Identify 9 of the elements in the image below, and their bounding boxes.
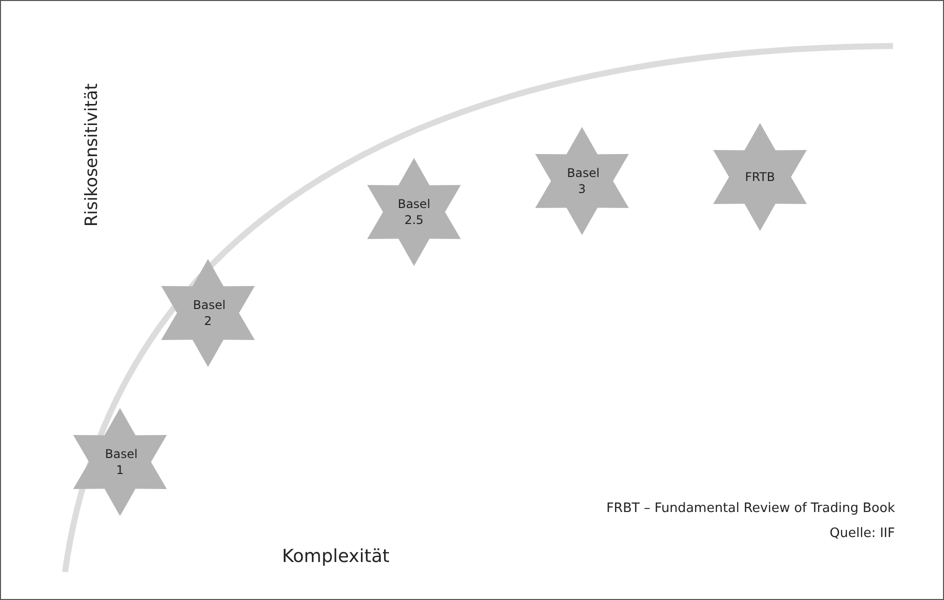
star-label: Basel 2	[193, 296, 223, 330]
axis-label: Komplexität	[282, 546, 390, 567]
source-note: Quelle: IIF	[830, 526, 895, 541]
footnote: FRBT – Fundamental Review of Trading Book	[606, 501, 895, 516]
star-label: FRTB	[745, 168, 775, 186]
star-label: Basel 2.5	[396, 196, 432, 228]
star-label: Basel 3	[567, 164, 597, 198]
star-label: Basel 1	[105, 446, 135, 478]
axis-label: Risikosensitivität	[82, 83, 102, 227]
